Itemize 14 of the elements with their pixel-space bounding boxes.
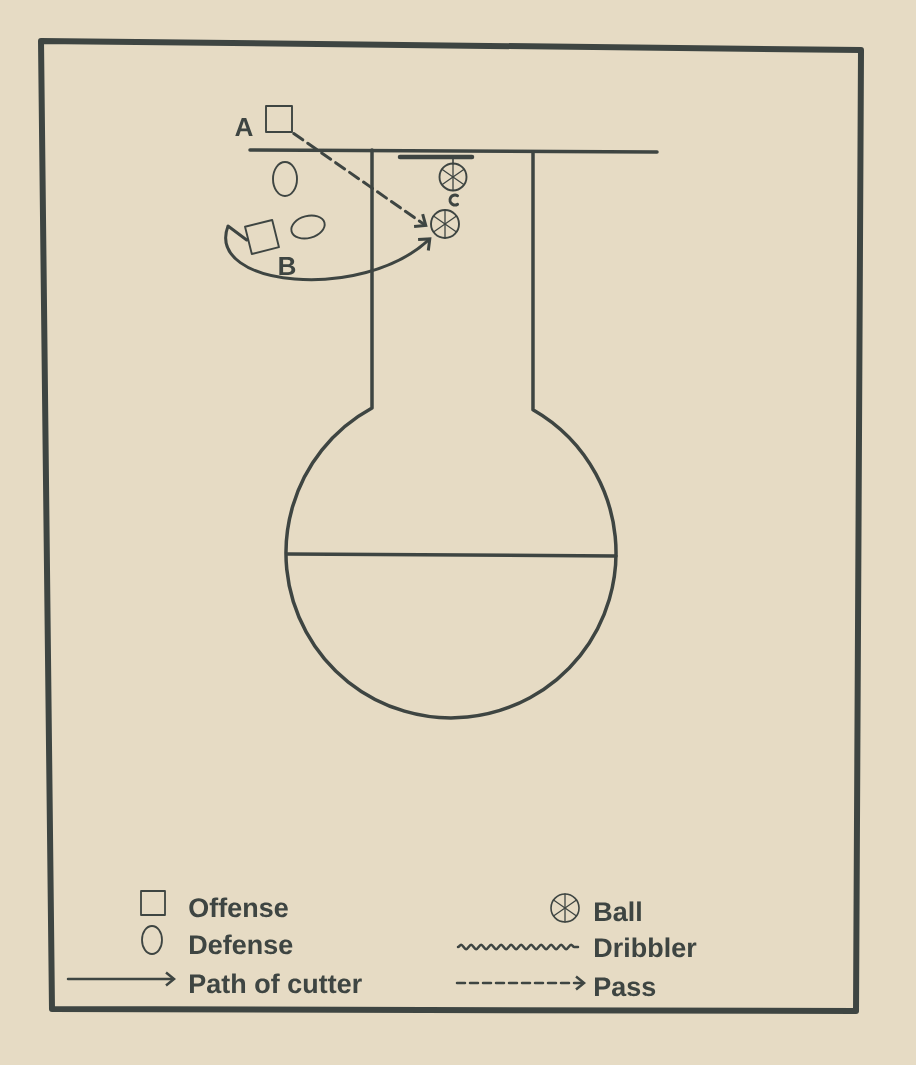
player-letter: B <box>279 257 296 275</box>
legend-label: Defense <box>190 934 293 955</box>
legend-label: Ball <box>595 901 641 922</box>
legend-label: Offense <box>189 897 288 918</box>
ball-icon <box>438 162 468 192</box>
curved-arrow <box>224 224 432 282</box>
offense-square <box>265 105 293 133</box>
ball-icon <box>430 209 460 239</box>
legend-label: Dribbler <box>595 937 697 958</box>
player-letter: A <box>235 118 253 136</box>
defense-oval <box>272 161 298 197</box>
legend-label: Pass <box>595 977 656 997</box>
dashed-arrow <box>292 132 428 228</box>
legend-label: Path of cutter <box>190 973 362 994</box>
